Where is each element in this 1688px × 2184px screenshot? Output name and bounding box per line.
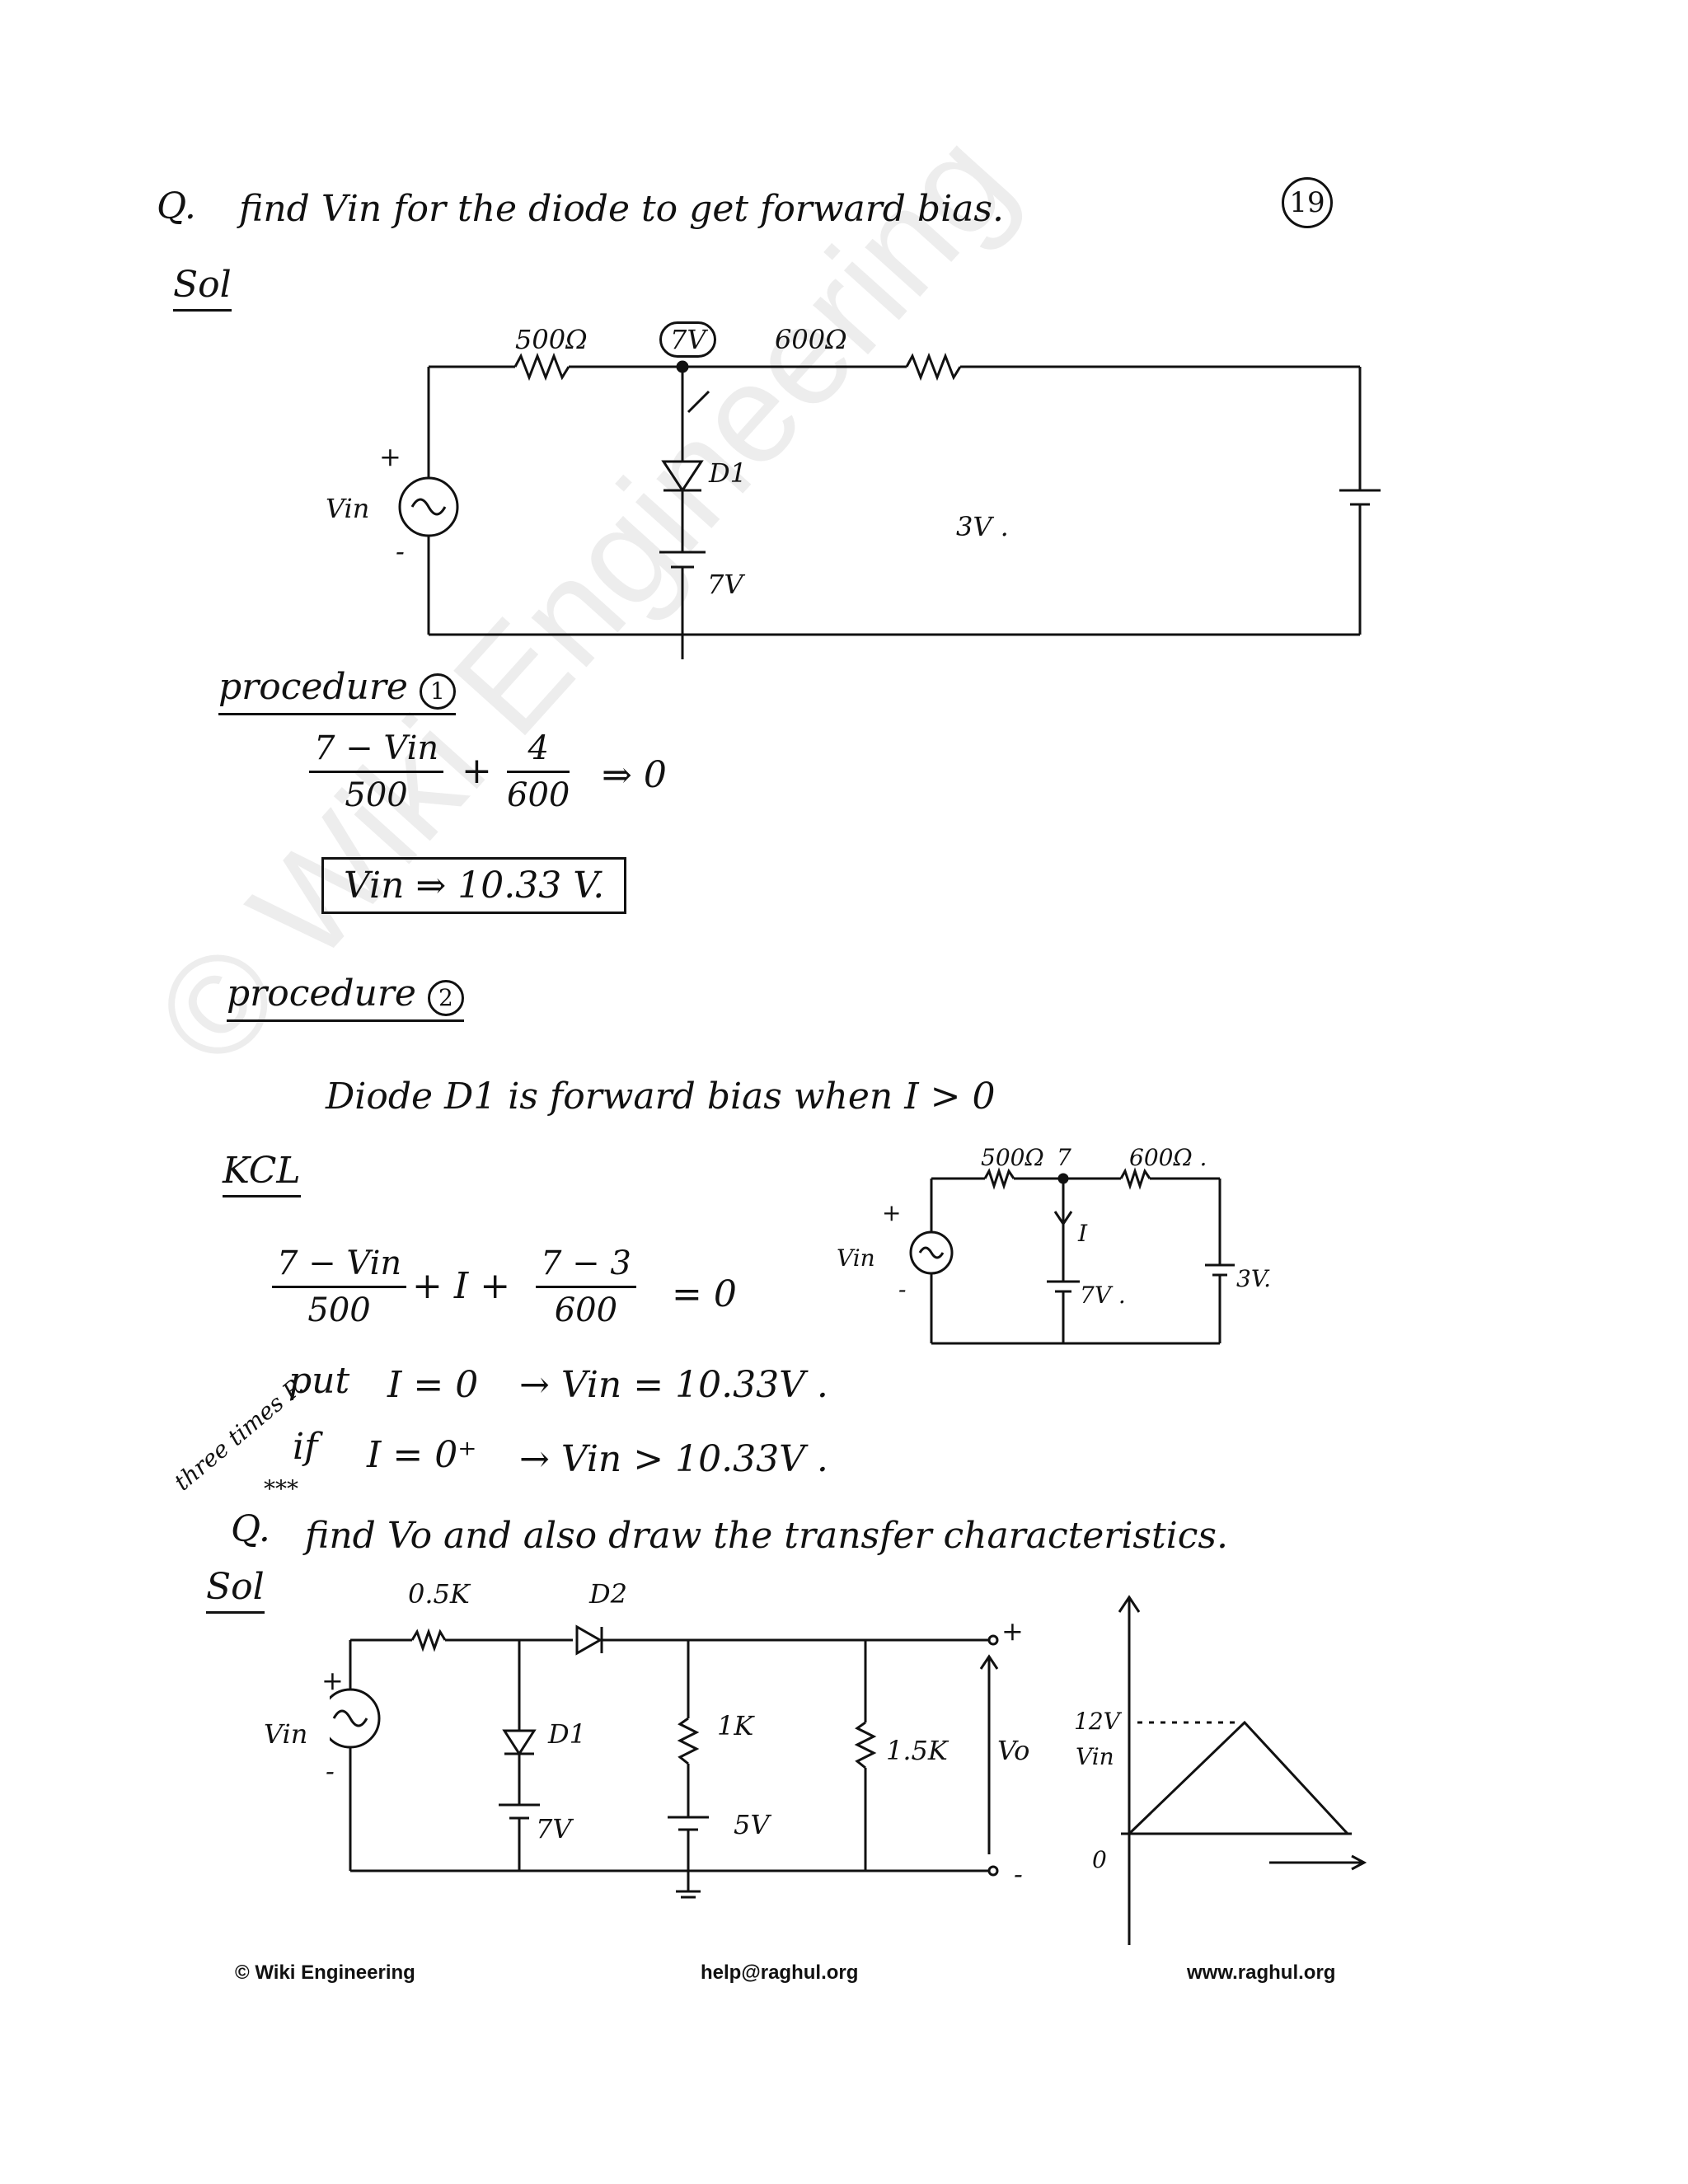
transfer-graph [1118,1595,1367,1945]
if-condition: I = 0⁺ [367,1434,477,1476]
sol-label: Sol [173,264,232,312]
c3-r-series: 0.5K [408,1578,470,1610]
c3-r-15k: 1.5K [886,1735,948,1766]
c2-node-label: 7 [1057,1144,1071,1171]
c3-minus: - [326,1755,335,1787]
footer-right[interactable]: www.raghul.org [1187,1961,1336,1984]
p1-fraction2: 4 600 [507,729,570,814]
put-result: → Vin = 10.33V . [519,1364,828,1406]
importance-stars: *** [264,1475,298,1502]
c3-battery1: 7V [536,1813,572,1844]
page-number-text: 19 [1289,186,1325,219]
p2-num2: 7 − 3 [536,1244,636,1288]
p2-fraction2: 7 − 3 600 [536,1244,636,1329]
p1-plus: + [462,750,492,792]
c2-source-label: Vin [837,1244,875,1272]
p2-den1: 500 [307,1291,371,1329]
p1-den2: 600 [507,776,570,814]
c1-diode-label: D1 [709,457,748,489]
c2-battery-mid: 7V . [1080,1282,1126,1309]
c2-r2-label: 600Ω . [1129,1144,1207,1171]
c3-vo-label: Vo [997,1735,1030,1766]
circuit-3 [330,1624,999,1899]
p1-num1: 7 − Vin [309,729,444,773]
p1-result: Vin ⇒ 10.33 V. [321,857,627,914]
c3-r-1k: 1K [717,1710,754,1741]
put-condition: I = 0 [387,1364,479,1406]
q2-sol-label: Sol [206,1566,265,1614]
p2-rhs: = 0 [672,1273,737,1315]
p1-den1: 500 [345,776,408,814]
c2-battery-right: 3V. [1236,1265,1272,1292]
p2-den2: 600 [554,1291,618,1329]
c2-minus: - [898,1276,907,1303]
c3-d1-label: D1 [548,1718,587,1750]
question-marker: Q. [157,185,196,227]
p2-fraction1: 7 − Vin 500 [272,1244,407,1329]
if-label: if [293,1426,318,1468]
circuit-2 [909,1167,1235,1345]
graph-peak-label: 12V [1074,1708,1120,1735]
procedure1-label: procedure 1 [218,666,456,715]
c1-minus: - [396,536,405,567]
question-text: find Vin for the diode to get forward bi… [239,188,1004,230]
circuit-1 [398,352,1381,659]
c2-r1-label: 500Ω [981,1144,1044,1171]
c2-current-label: I [1078,1220,1088,1247]
if-result: → Vin > 10.33V . [519,1438,828,1480]
graph-y-label: Vin [1076,1743,1114,1770]
p2-num1: 7 − Vin [272,1244,407,1288]
p2-mid: + I + [412,1265,511,1307]
c3-battery2: 5V [734,1809,770,1840]
c3-d2-label: D2 [589,1578,628,1610]
procedure1-num: 1 [419,673,456,710]
footer-center[interactable]: help@raghul.org [701,1961,859,1984]
procedure2-label: procedure 2 [227,972,464,1022]
p2-statement: Diode D1 is forward bias when I > 0 [326,1076,996,1118]
graph-origin: 0 [1092,1846,1107,1873]
p1-rhs: ⇒ 0 [602,754,667,796]
c1-battery-right: 3V . [956,511,1009,542]
put-label: put [288,1360,350,1402]
c1-r1-label: 500Ω [515,324,588,355]
c1-r2-label: 600Ω [775,324,847,355]
procedure2-num: 2 [427,980,464,1016]
c1-battery-mid: 7V [707,569,743,600]
q2-question: find Vo and also draw the transfer chara… [305,1515,1228,1557]
q2-marker: Q. [231,1508,270,1550]
c3-source-label: Vin [264,1718,308,1750]
c3-out-plus: + [1001,1615,1024,1647]
page-number: 19 [1282,177,1333,228]
c1-source-label: Vin [326,493,370,524]
c1-node-voltage: 7V [659,321,717,358]
procedure2-text: procedure [227,972,416,1015]
footer-left: © Wiki Engineering [235,1961,415,1984]
c1-plus: + [379,441,401,472]
kcl-label: KCL [223,1150,301,1197]
c2-plus: + [882,1199,902,1226]
procedure1-text: procedure [218,666,408,708]
c3-plus: + [321,1665,344,1696]
p1-num2: 4 [507,729,570,773]
c3-out-minus: - [1014,1858,1023,1890]
p1-fraction1: 7 − Vin 500 [309,729,444,814]
